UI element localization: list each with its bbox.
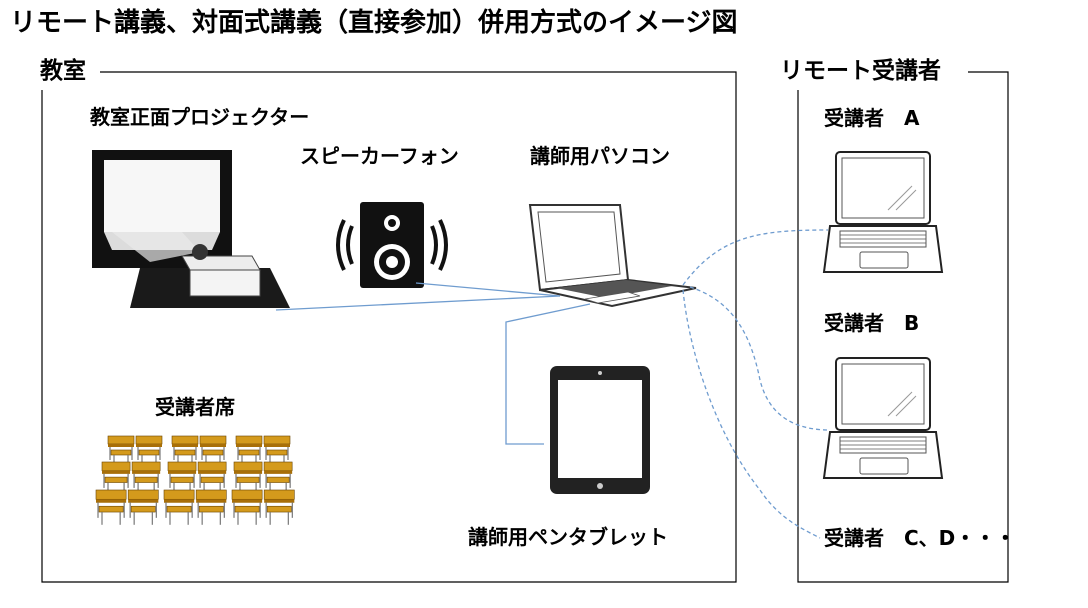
classroom-connections (275, 282, 591, 445)
remote-student-cd-label: 受講者 C、D・・・ (824, 526, 1016, 550)
student-desk (131, 461, 161, 495)
student-desk (233, 461, 263, 495)
instructor-laptop-icon (528, 204, 697, 308)
student-desk (167, 461, 197, 495)
speaker-label: スピーカーフォン (300, 144, 459, 168)
classroom-label: 教室 (40, 58, 86, 84)
student-desk (263, 435, 291, 466)
projector-icon (92, 150, 290, 308)
projector-label: 教室正面プロジェクター (90, 105, 310, 129)
remote-label: リモート受講者 (780, 58, 941, 84)
student-seats-icon (95, 435, 295, 525)
student-desk (231, 489, 263, 525)
remote-laptop-b-icon (822, 357, 944, 479)
tablet-icon (550, 366, 650, 494)
remote-student-a-label: 受講者 A (824, 106, 920, 130)
student-desk (197, 461, 227, 495)
student-desk (195, 489, 227, 525)
student-desk (199, 435, 227, 466)
student-desk (263, 489, 295, 525)
remote-frame (797, 71, 1009, 583)
student-desk (171, 435, 199, 466)
remote-connections (682, 229, 831, 539)
remote-student-b-label: 受講者 B (824, 311, 920, 335)
speaker-icon (336, 202, 448, 288)
seats-label: 受講者席 (155, 395, 235, 419)
student-desk (135, 435, 163, 466)
remote-laptop-a-icon (822, 151, 944, 273)
student-desk (101, 461, 131, 495)
student-desk (163, 489, 195, 525)
student-desk (235, 435, 263, 466)
student-desk (95, 489, 127, 525)
classroom-frame (41, 71, 737, 583)
pc-label: 講師用パソコン (530, 144, 670, 168)
diagram-title: リモート講義、対面式講義（直接参加）併用方式のイメージ図 (10, 8, 738, 38)
tablet-label: 講師用ペンタブレット (468, 525, 668, 549)
student-desk (263, 461, 293, 495)
student-desk (127, 489, 159, 525)
student-desk (107, 435, 135, 466)
